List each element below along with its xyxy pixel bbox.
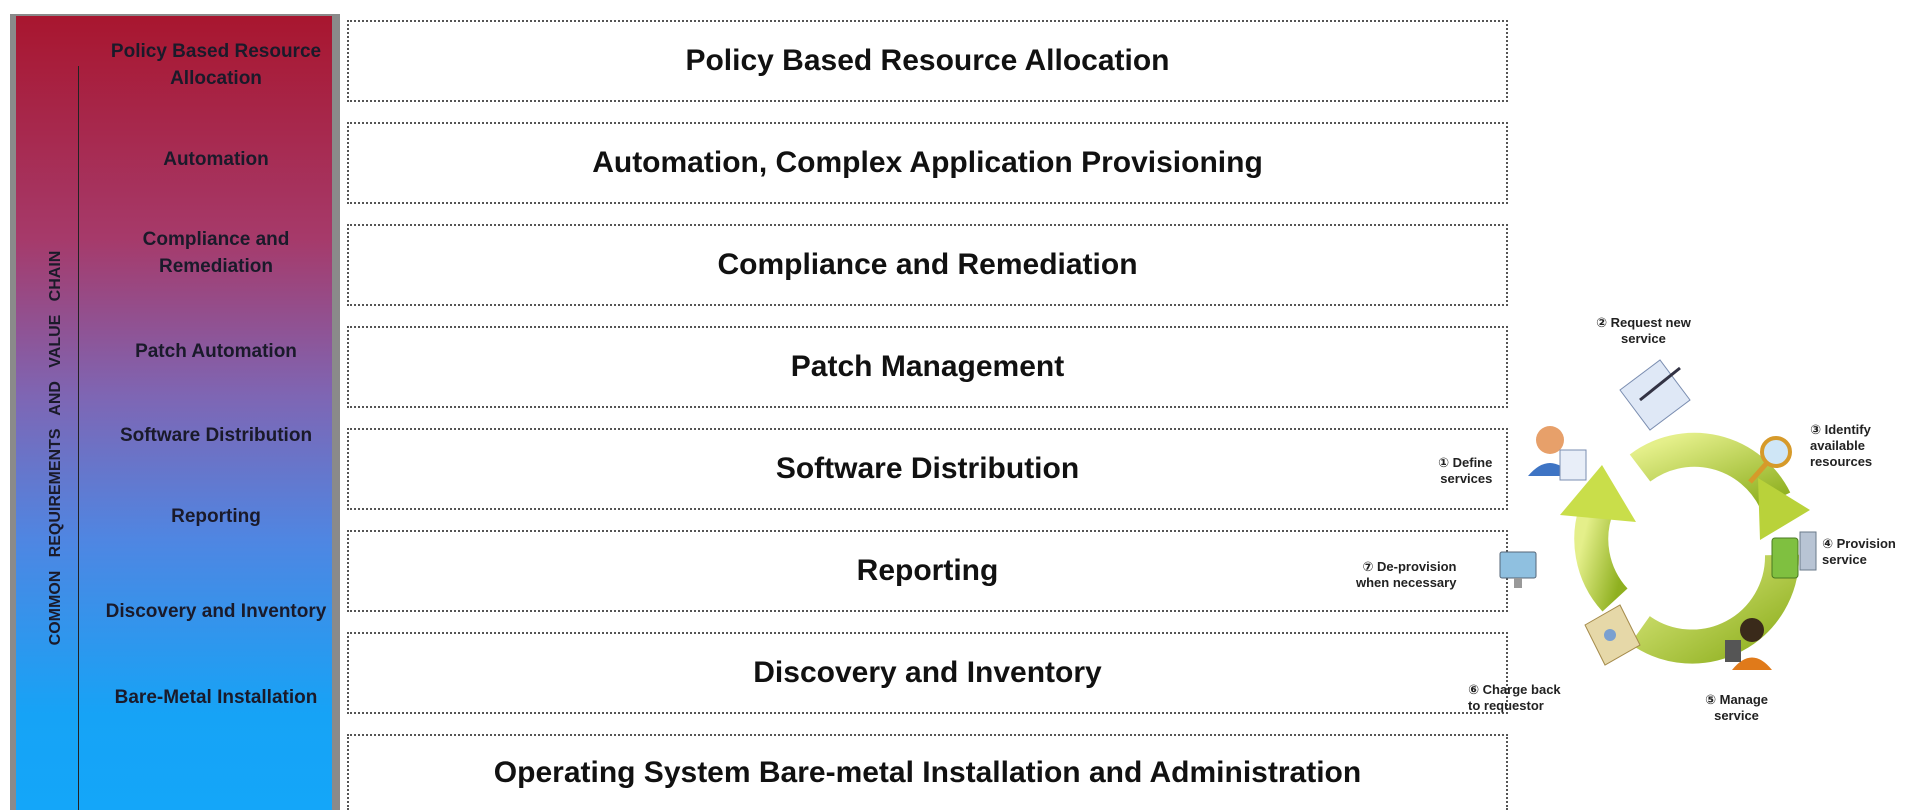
value-chain-vertical-label: COMMON REQUIREMENTS AND VALUE CHAIN [47,250,64,646]
person-document-icon [1528,426,1587,481]
value-chain-item: Reporting [171,506,261,527]
value-chain-item: Bare-Metal Installation [114,687,318,708]
value-chain-divider [78,66,79,810]
cycle-arrows-icon [1560,432,1810,664]
lifecycle-step-label: ③ Identify available resources [1810,422,1873,469]
value-chain-item: Automation [163,149,269,170]
magnifier-icon [1748,436,1792,484]
value-chain-item: Patch Automation [135,341,297,362]
value-chain-item: Policy Based Resource Allocation [110,41,322,89]
pen-paper-icon [1619,359,1691,431]
layer-band: Discovery and Inventory [347,632,1508,714]
layer-band: Patch Management [347,326,1508,408]
value-chain-panel: COMMON REQUIREMENTS AND VALUE CHAIN Poli… [16,16,332,810]
value-chain-item: Discovery and Inventory [105,601,327,622]
layer-band: Reporting [347,530,1508,612]
server-icon [1771,531,1817,579]
lifecycle-diagram [1499,359,1817,670]
value-chain-item: Software Distribution [119,425,313,446]
value-chain-item: Compliance and Remediation [142,229,290,277]
lifecycle-step-label: ⑦ De-provision when necessary [1356,559,1457,590]
layer-band: Policy Based Resource Allocation [347,20,1508,102]
layer-band: Software Distribution [347,428,1508,510]
lifecycle-step-label: ⑤ Manage service [1705,692,1769,723]
layer-band: Compliance and Remediation [347,224,1508,306]
layer-band: Automation, Complex Application Provisio… [347,122,1508,204]
money-icon [1584,604,1641,666]
person-computer-icon [1725,618,1772,670]
layer-band: Operating System Bare-metal Installation… [347,734,1508,810]
monitor-icon [1499,551,1537,588]
lifecycle-step-label: ① Define services [1438,455,1493,486]
lifecycle-step-label: ② Request new service [1596,315,1691,346]
lifecycle-step-label: ⑥ Charge back to requestor [1468,682,1561,713]
lifecycle-step-label: ④ Provision service [1822,536,1896,567]
